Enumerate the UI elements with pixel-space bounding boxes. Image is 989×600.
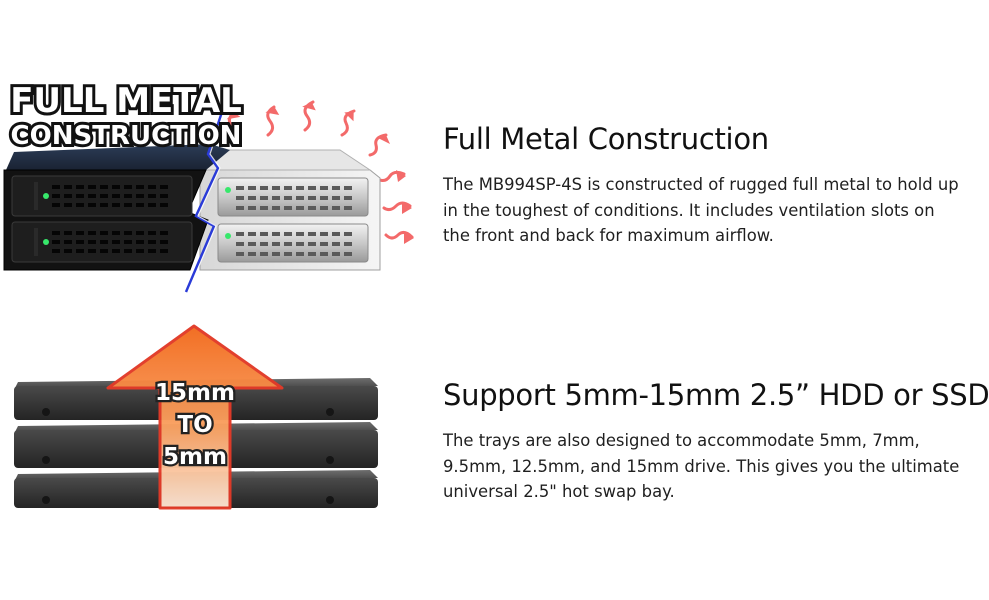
drive-bay-graphic: FULL METAL CONSTRUCTION xyxy=(3,78,414,293)
metal-bay-interior xyxy=(199,149,381,271)
heat-wave-arrows xyxy=(227,100,414,240)
drive-stack-graphic: 15mm TO 5mm xyxy=(14,324,378,510)
black-bay-front xyxy=(3,144,230,271)
feature-metal-description: The MB994SP-4S is constructed of rugged … xyxy=(443,175,959,245)
feature-metal-text: Full Metal Construction The MB994SP-4S i… xyxy=(443,122,963,249)
feature-metal-title: Full Metal Construction xyxy=(443,122,769,156)
heat-arrowheads xyxy=(226,102,414,244)
feature-size-section: 15mm TO 5mm Support 5mm-15mm 2.5” HDD or… xyxy=(0,320,989,530)
badge-line-2: CONSTRUCTION xyxy=(11,121,242,151)
heat-wave-arrow xyxy=(368,133,388,157)
heat-wave-arrow xyxy=(384,230,414,240)
drive-stack-illustration: 15mm TO 5mm xyxy=(0,320,430,530)
status-led xyxy=(43,193,49,199)
feature-metal-section: FULL METAL CONSTRUCTION Full Metal Const… xyxy=(0,70,970,310)
arrow-label-bottom: 5mm xyxy=(163,444,227,470)
feature-size-title: Support 5mm-15mm 2.5” HDD or SSD xyxy=(443,378,989,412)
size-arrow: 15mm TO 5mm xyxy=(106,324,284,510)
feature-size-text: Support 5mm-15mm 2.5” HDD or SSD The tra… xyxy=(443,378,989,505)
arrow-label-middle: TO xyxy=(177,412,212,438)
crack-line xyxy=(184,99,228,293)
badge-line-1: FULL METAL xyxy=(10,81,242,121)
heat-wave-arrow xyxy=(382,201,412,212)
feature-size-description: The trays are also designed to accommoda… xyxy=(443,431,960,501)
arrow-label-top: 15mm xyxy=(155,380,235,406)
status-led xyxy=(43,239,49,245)
drive-bay-illustration: FULL METAL CONSTRUCTION xyxy=(0,70,430,310)
full-metal-badge: FULL METAL CONSTRUCTION xyxy=(7,78,245,154)
